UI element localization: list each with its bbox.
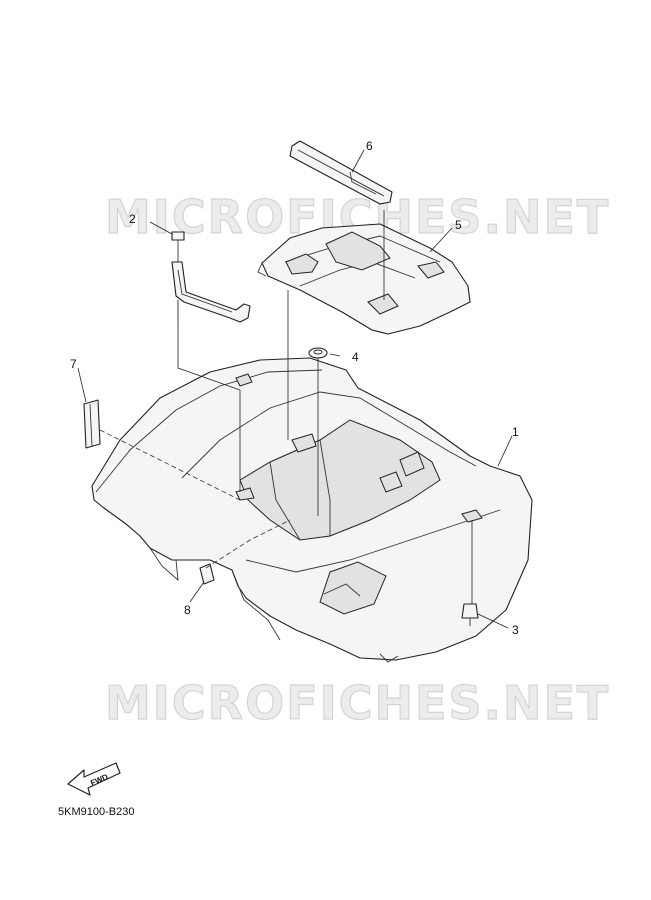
callout-7: 7 bbox=[70, 357, 77, 371]
callout-3: 3 bbox=[512, 623, 519, 637]
part-6-seat-pad bbox=[289, 140, 393, 205]
fwd-arrow-icon: FWD bbox=[67, 762, 121, 796]
assembly-lines bbox=[77, 149, 513, 629]
callout-6: 6 bbox=[366, 139, 373, 153]
callout-8: 8 bbox=[184, 603, 191, 617]
part-1-rear-fender bbox=[91, 357, 533, 663]
diagram-code: 5KM9100-B230 bbox=[58, 806, 135, 818]
callout-5: 5 bbox=[455, 218, 462, 232]
callout-2: 2 bbox=[129, 212, 136, 226]
callout-1: 1 bbox=[512, 425, 519, 439]
callout-4: 4 bbox=[352, 350, 359, 364]
part-2-bolt-bracket bbox=[171, 231, 251, 323]
watermark-bottom: MICROFICHES.NET bbox=[105, 676, 610, 730]
part-8-clip bbox=[199, 563, 215, 585]
part-4-grommet bbox=[308, 347, 328, 359]
watermark-top: MICROFICHES.NET bbox=[105, 190, 610, 244]
part-7-side-pad bbox=[83, 399, 101, 449]
part-5-carrier-cover bbox=[257, 223, 471, 335]
